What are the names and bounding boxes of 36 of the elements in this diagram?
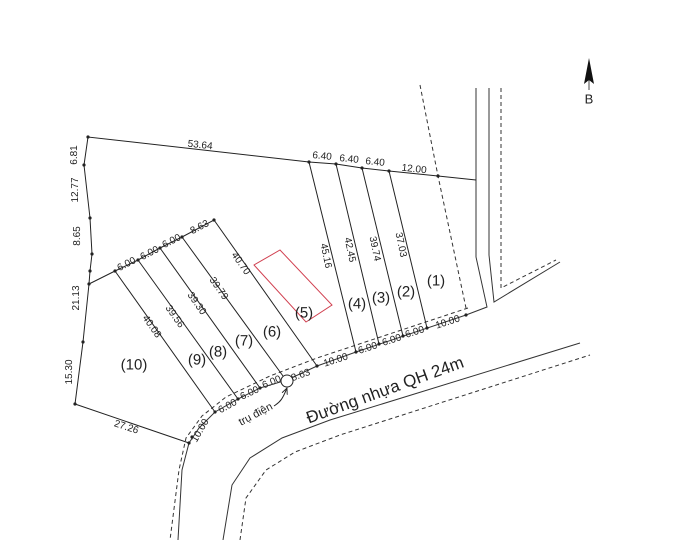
dimension-label: 6.00 bbox=[217, 398, 239, 416]
dimension-label: 6.00 bbox=[381, 333, 403, 349]
dimension-label: 6.81 bbox=[70, 145, 80, 165]
dimension-label: 21.13 bbox=[72, 285, 82, 311]
dimension-label: 10.00 bbox=[322, 352, 350, 370]
dimension-label: 10.00 bbox=[434, 314, 462, 332]
dimension-label: 8.65 bbox=[73, 226, 83, 246]
leader-line bbox=[274, 388, 288, 406]
dimension-label: 6.40 bbox=[338, 154, 360, 166]
dimension-label: 6.00 bbox=[404, 325, 426, 341]
dimension-label: 6.00 bbox=[239, 385, 261, 403]
north-label: B bbox=[584, 92, 594, 106]
dimension-label: 53.64 bbox=[187, 140, 213, 152]
plot-number: (3) bbox=[372, 290, 390, 306]
dimension-label: 15.30 bbox=[65, 359, 75, 385]
dimension-label: 27.26 bbox=[112, 419, 140, 437]
dimension-label: 45.16 bbox=[318, 242, 332, 270]
plot-number: (9) bbox=[188, 352, 206, 368]
dimension-label: 12.77 bbox=[71, 177, 81, 203]
plot-number: (4) bbox=[348, 296, 366, 312]
dimension-label: 6.40 bbox=[364, 157, 386, 169]
plot-number: (8) bbox=[208, 344, 228, 360]
plot-number: (1) bbox=[426, 274, 446, 288]
dimension-label: 6.00 bbox=[261, 374, 283, 392]
dimension-label: 6.00 bbox=[357, 341, 379, 357]
plot-number: (6) bbox=[262, 324, 282, 340]
dimension-label: 12.00 bbox=[401, 164, 427, 176]
dimension-label: 6.40 bbox=[312, 151, 332, 163]
dimension-label: 37.03 bbox=[392, 232, 408, 258]
dimension-label: 42.45 bbox=[342, 236, 356, 264]
dimension-label: 39.74 bbox=[366, 236, 382, 262]
dimension-label: 8.63 bbox=[290, 368, 312, 384]
plot-number: (7) bbox=[234, 334, 254, 348]
annotation-text: trụ điện bbox=[237, 402, 275, 428]
plot-number: (10) bbox=[120, 358, 148, 372]
plot-number: (2) bbox=[396, 284, 416, 300]
